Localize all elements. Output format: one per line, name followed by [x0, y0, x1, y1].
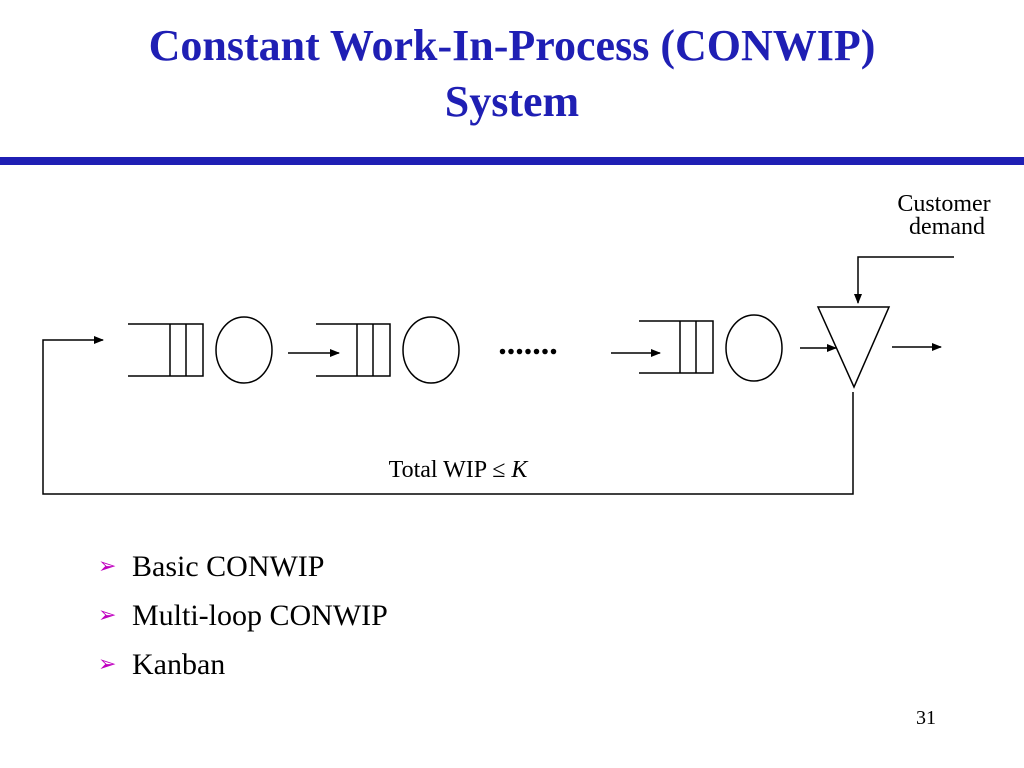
total-wip-label-variable: K	[510, 457, 529, 483]
page-number: 31	[916, 707, 936, 729]
bullet-item-multi-loop-conwip: ➢ Multi-loop CONWIP	[98, 591, 388, 640]
station-ellipsis: .......	[498, 325, 558, 362]
station-n-machine	[725, 314, 783, 382]
bullet-text: Kanban	[132, 648, 226, 681]
station-2-machine	[402, 316, 460, 384]
station-n	[639, 314, 783, 382]
wip-feedback-loop	[42, 336, 854, 495]
customer-demand-label-line-1: Customer	[897, 191, 990, 217]
station-2-buffer-queue	[316, 323, 391, 377]
station-n-buffer-queue	[639, 320, 714, 374]
station-1-buffer-queue	[128, 323, 204, 377]
station-1	[128, 316, 273, 384]
customer-demand-label-line-2: demand	[909, 214, 985, 240]
total-wip-label-prefix: Total WIP ≤	[389, 457, 512, 483]
bullet-item-kanban: ➢ Kanban	[98, 640, 388, 689]
slide-title: Constant Work-In-Process (CONWIP) System	[0, 18, 1024, 130]
bullet-text: Basic CONWIP	[132, 550, 325, 583]
arrowhead-bullet-icon: ➢	[98, 651, 117, 676]
slide-title-line-2: System	[444, 77, 580, 126]
station-2	[316, 316, 460, 384]
bullet-text: Multi-loop CONWIP	[132, 599, 388, 632]
arrowhead-bullet-icon: ➢	[98, 602, 117, 627]
bullet-list: ➢ Basic CONWIP ➢ Multi-loop CONWIP ➢ Kanban	[98, 542, 388, 689]
station-1-machine	[215, 316, 273, 384]
bullet-item-basic-conwip: ➢ Basic CONWIP	[98, 542, 388, 591]
arrowhead-bullet-icon: ➢	[98, 553, 117, 578]
synchronization-point-triangle	[816, 306, 891, 389]
total-wip-label: Total WIP ≤ K	[389, 457, 530, 483]
customer-demand-arrow	[854, 256, 954, 304]
title-divider	[0, 157, 1024, 165]
slide-title-line-1: Constant Work-In-Process (CONWIP)	[148, 21, 876, 70]
